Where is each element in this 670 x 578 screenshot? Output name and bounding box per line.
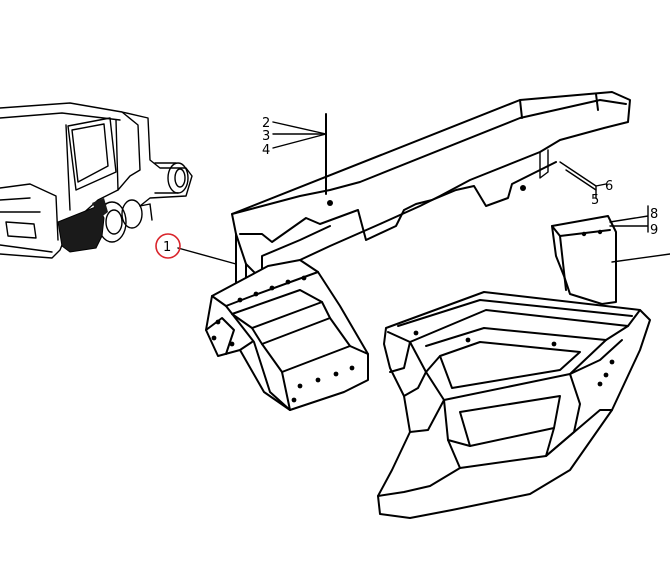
step-housing <box>377 291 651 519</box>
callout-1-highlight-circle <box>155 233 181 259</box>
callout-6[interactable]: 6 <box>605 179 613 194</box>
callout-3[interactable]: 3 <box>262 129 270 144</box>
callout-9[interactable]: 9 <box>650 223 658 238</box>
callout-4[interactable]: 4 <box>262 143 270 158</box>
callout-2[interactable]: 2 <box>262 116 270 131</box>
highlighted-step-on-truck <box>57 205 105 253</box>
mounting-bracket <box>551 215 617 305</box>
callout-5[interactable]: 5 <box>591 193 599 208</box>
callout-8[interactable]: 8 <box>650 207 658 222</box>
callouts: 1 2 3 4 5 6 8 9 <box>155 116 658 259</box>
callout-1[interactable]: 1 <box>163 240 171 255</box>
truck-thumbnail <box>0 102 193 259</box>
step-bracket <box>205 259 369 411</box>
leader-lines <box>177 113 670 265</box>
